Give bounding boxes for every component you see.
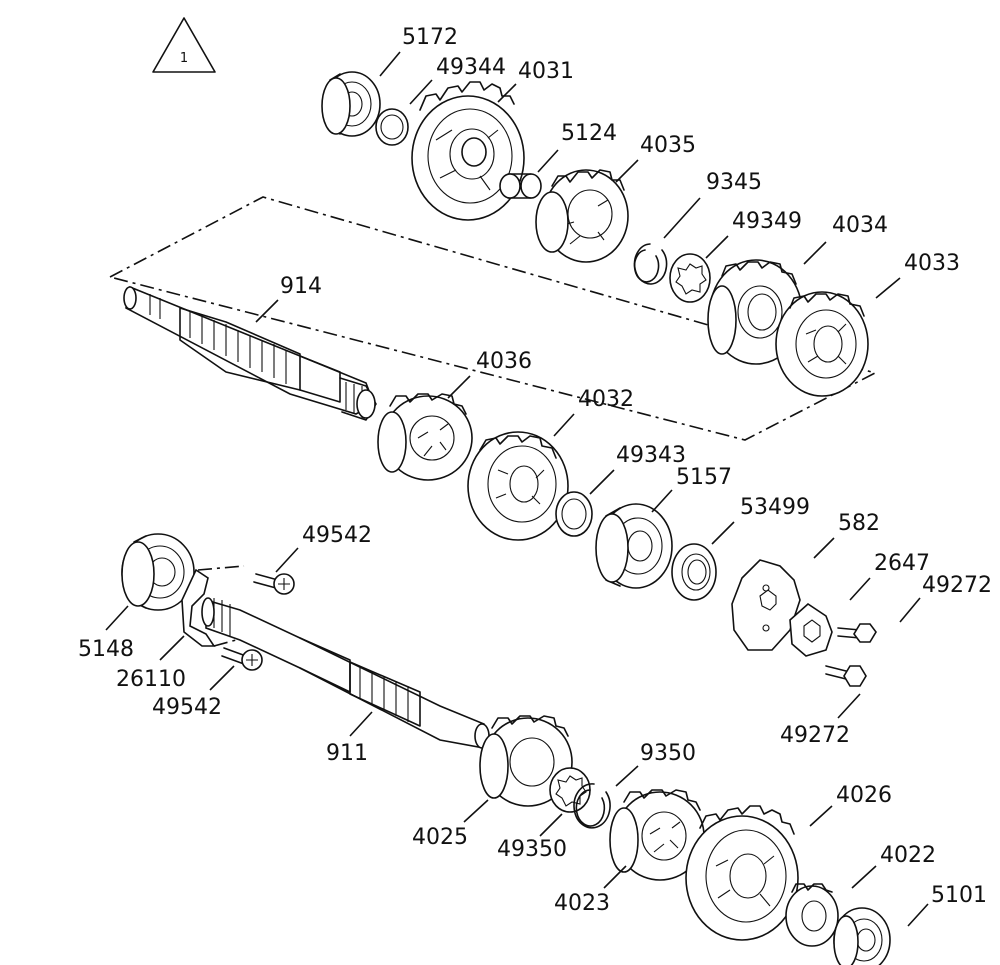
assembly-boundary-line <box>109 196 878 441</box>
bolt-49272 <box>825 665 867 687</box>
gear-4036 <box>377 393 473 481</box>
label-2647: 2647 <box>874 551 930 576</box>
plate-582 <box>731 559 801 651</box>
label-5101: 5101 <box>931 883 987 908</box>
circlip-9345 <box>633 243 668 285</box>
bolt-2647 <box>837 623 877 643</box>
bearing-5172 <box>321 71 381 137</box>
splined-washer-49349 <box>669 253 711 303</box>
label-911: 911 <box>326 741 368 766</box>
label-4036: 4036 <box>476 349 532 374</box>
bearing-5157 <box>595 503 673 589</box>
label-4035: 4035 <box>640 133 696 158</box>
label-26110: 26110 <box>116 667 186 692</box>
label-9345: 9345 <box>706 170 762 195</box>
label-914: 914 <box>280 274 322 299</box>
gear-4026 <box>685 805 799 941</box>
label-49272-upper: 49272 <box>922 573 992 598</box>
gear-4031 <box>411 81 525 221</box>
seal-53499 <box>671 543 717 601</box>
label-49343: 49343 <box>616 443 686 468</box>
label-49344: 49344 <box>436 55 506 80</box>
part-labels: 5172 49344 4031 5124 4035 9345 49349 403… <box>78 25 992 916</box>
ring-49343 <box>555 491 593 537</box>
reference-triangle-label: 1 <box>180 51 188 66</box>
label-5157: 5157 <box>676 465 732 490</box>
label-582: 582 <box>838 511 880 536</box>
gear-4035 <box>535 169 629 263</box>
label-5124: 5124 <box>561 121 617 146</box>
bearing-5101 <box>833 907 891 965</box>
leader-lines <box>105 51 929 927</box>
lock-plate <box>789 602 833 657</box>
label-49542-lower: 49542 <box>152 695 222 720</box>
label-5148: 5148 <box>78 637 134 662</box>
label-5172: 5172 <box>402 25 458 50</box>
retainer-26110 <box>181 565 245 647</box>
shaft-911 <box>201 597 490 749</box>
sleeve-5124 <box>499 173 542 199</box>
bearing-5148 <box>121 533 195 611</box>
label-4022: 4022 <box>880 843 936 868</box>
label-49350: 49350 <box>497 837 567 862</box>
label-4023: 4023 <box>554 891 610 916</box>
label-4032: 4032 <box>578 387 634 412</box>
gear-4022 <box>785 883 839 947</box>
label-4033: 4033 <box>904 251 960 276</box>
label-9350: 9350 <box>640 741 696 766</box>
shaft-914 <box>123 285 377 421</box>
screw-49542-upper <box>253 573 295 595</box>
label-4026: 4026 <box>836 783 892 808</box>
label-49542-upper: 49542 <box>302 523 372 548</box>
circlip-9350 <box>573 783 611 829</box>
label-49272-lower: 49272 <box>780 723 850 748</box>
label-53499: 53499 <box>740 495 810 520</box>
label-4025: 4025 <box>412 825 468 850</box>
gear-4033 <box>775 291 869 397</box>
label-4034: 4034 <box>832 213 888 238</box>
splined-washer-49350 <box>549 767 591 813</box>
label-4031: 4031 <box>518 59 574 84</box>
screw-49542-lower <box>221 647 263 671</box>
gear-4032 <box>467 431 569 541</box>
ring-49344 <box>375 108 409 146</box>
reference-triangle: 1 <box>152 17 216 73</box>
label-49349: 49349 <box>732 209 802 234</box>
